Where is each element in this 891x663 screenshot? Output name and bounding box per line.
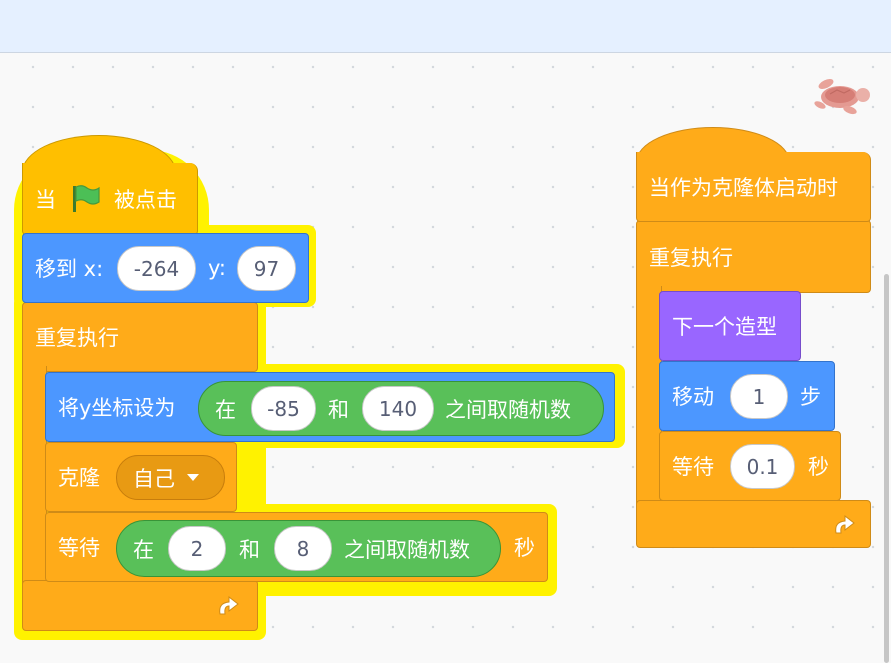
scrollbar-thumb[interactable] [884, 274, 889, 663]
clone-label: 克隆 [58, 466, 100, 490]
steps-input[interactable]: 1 [730, 374, 788, 419]
set-y-label: 将y坐标设为 [58, 396, 176, 420]
hat-prefix: 当 [35, 187, 56, 212]
wait-to-input[interactable]: 8 [274, 526, 332, 571]
goto-label: 移到 x: [35, 257, 104, 281]
random-in-label: 在 [215, 397, 236, 422]
wait-unit: 秒 [514, 536, 535, 560]
clone-hat-label: 当作为克隆体启动时 [649, 175, 838, 200]
create-clone-block[interactable]: 克隆 [45, 442, 237, 512]
move-steps-block[interactable]: 移动 步 [659, 361, 835, 431]
random-and-label: 和 [328, 397, 349, 422]
chevron-down-icon [187, 474, 199, 481]
random-suffix-label: 之间取随机数 [344, 537, 470, 562]
sea-turtle-sprite-icon[interactable] [810, 74, 872, 116]
move-unit: 步 [800, 385, 821, 409]
wait-from-input[interactable]: 2 [168, 526, 226, 571]
random-suffix-label: 之间取随机数 [445, 397, 571, 422]
random-in-label: 在 [133, 537, 154, 562]
forever-label: 重复执行 [35, 326, 119, 350]
when-start-as-clone-block[interactable]: 当作为克隆体启动时 [636, 152, 871, 222]
next-costume-block[interactable]: 下一个造型 [659, 291, 801, 361]
repeat-arrow-icon [835, 514, 855, 534]
random-and-label: 和 [239, 537, 260, 562]
forever-arm [22, 366, 47, 586]
forever-label: 重复执行 [649, 245, 733, 270]
wait-label: 等待 [58, 536, 100, 560]
forever-footer [636, 500, 871, 548]
random-to-input[interactable]: 140 [362, 386, 434, 431]
y-value-input[interactable]: 97 [237, 246, 296, 291]
forever-block[interactable]: 重复执行 [22, 302, 258, 372]
x-value-input[interactable]: -264 [117, 246, 196, 291]
hat-suffix: 被点击 [114, 187, 177, 212]
clone-target-dropdown[interactable]: 自己 [116, 455, 225, 500]
forever-block[interactable]: 重复执行 [636, 220, 871, 293]
next-costume-label: 下一个造型 [672, 315, 777, 339]
random-from-input[interactable]: -85 [251, 386, 316, 431]
workspace-top-bar [0, 0, 891, 53]
move-label: 移动 [672, 385, 714, 409]
when-flag-clicked-block[interactable]: 当 被点击 [22, 163, 198, 235]
forever-arm [636, 286, 662, 510]
goto-y-label: y: [208, 256, 226, 280]
clone-target-value: 自己 [133, 466, 175, 491]
green-flag-icon[interactable] [70, 184, 102, 214]
repeat-arrow-icon [219, 595, 239, 615]
wait-unit: 秒 [808, 455, 829, 479]
wait-seconds-input[interactable]: 0.1 [730, 444, 795, 489]
wait-label: 等待 [672, 455, 714, 479]
